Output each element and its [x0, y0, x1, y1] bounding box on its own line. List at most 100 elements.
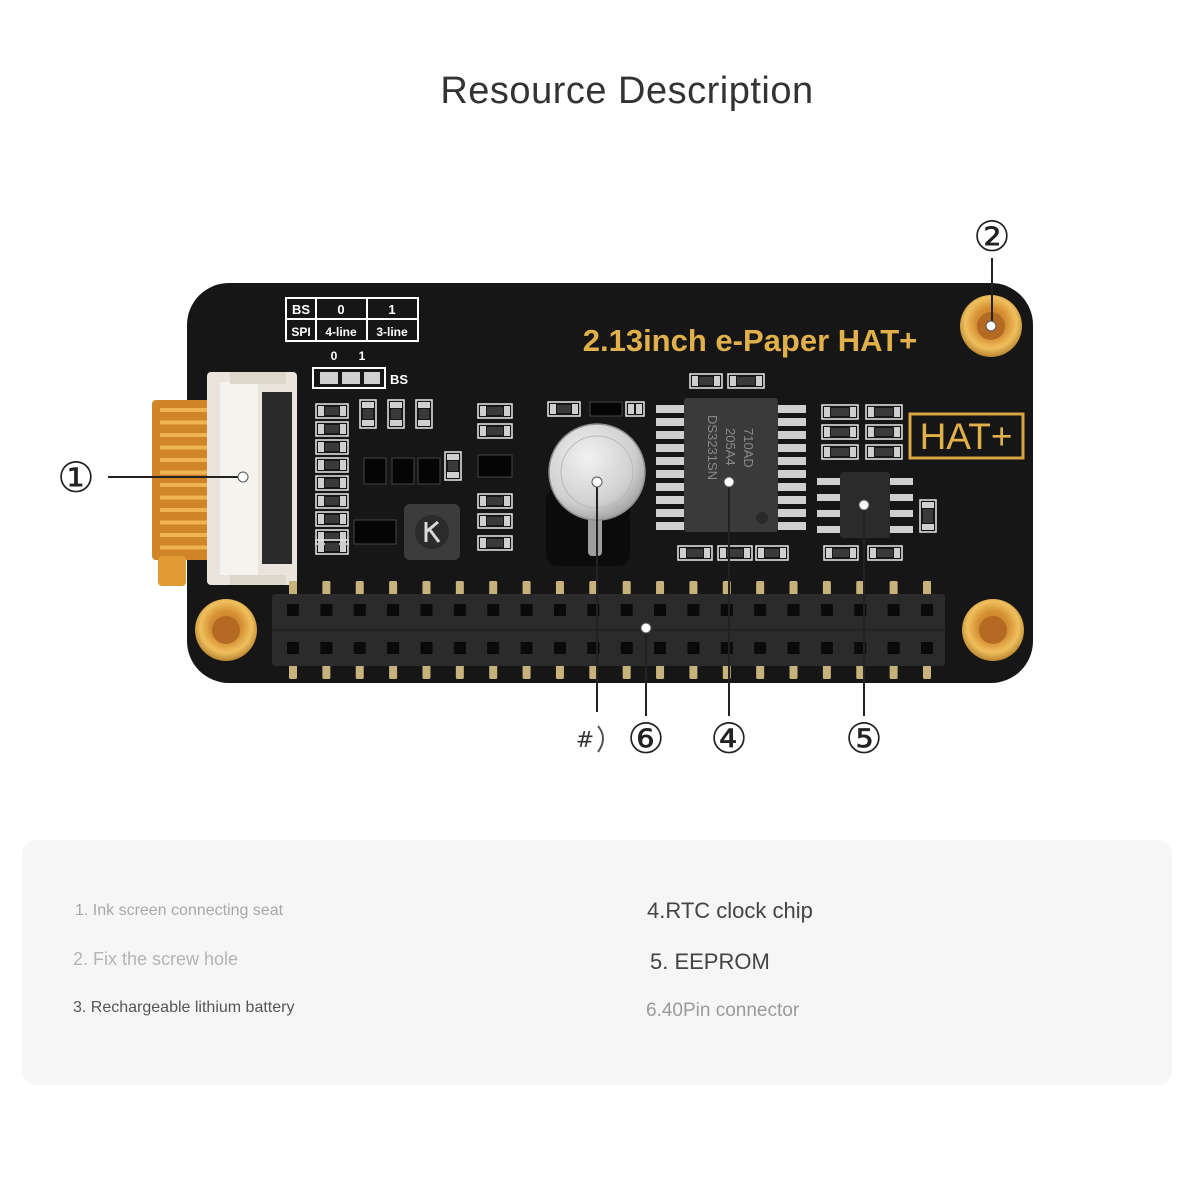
header-pin: [520, 642, 533, 654]
smd-component: [755, 545, 789, 561]
smd-outline: [755, 545, 789, 561]
smd-pad: [504, 426, 510, 436]
header-pin: [487, 604, 500, 616]
smd-outline: [477, 423, 513, 439]
smd-outline: [477, 513, 513, 529]
smd-body: [325, 479, 339, 487]
description-item: 1. Ink screen connecting seat: [75, 902, 284, 919]
smd-pad: [868, 447, 874, 457]
smd-outline: [821, 424, 859, 440]
smd-component: [315, 439, 349, 455]
header-pin: [553, 642, 566, 654]
header-pin-tip: [389, 665, 398, 679]
header-pin-tip: [822, 581, 831, 595]
smd-body: [833, 549, 849, 557]
smd-component: [477, 535, 513, 551]
smd-pad: [824, 427, 830, 437]
smd-outline: [821, 404, 859, 420]
smd-body: [737, 377, 755, 385]
header-pin: [387, 604, 400, 616]
smd-outline: [359, 399, 377, 429]
smd-body: [325, 533, 339, 541]
smd-pad: [318, 406, 324, 416]
fpc-trace: [160, 495, 220, 500]
smd-body: [487, 427, 503, 435]
smd-body: [391, 409, 401, 419]
rtc-pin: [656, 470, 684, 478]
smd-component: [821, 404, 859, 420]
smd-outline: [477, 493, 513, 509]
header-pin-tip: [489, 665, 498, 679]
header-pin: [720, 642, 733, 654]
smd-component: [865, 424, 903, 440]
header-pin: [320, 642, 333, 654]
smd-pad: [826, 548, 832, 558]
header-pin-tip: [622, 581, 631, 595]
marker-dot: [591, 476, 603, 488]
board-diagram: BS 0 1 SPI 4-line 3-line 0 1 BS 2.13inch…: [57, 212, 1033, 763]
hat-plus-badge-text: HAT+: [920, 416, 1013, 457]
smd-pad: [572, 404, 578, 414]
header-pin: [387, 642, 400, 654]
header-pin: [453, 642, 466, 654]
smd-body: [325, 543, 339, 551]
smd-pad: [704, 548, 710, 558]
header-pin: [620, 604, 633, 616]
smd-pad: [744, 548, 750, 558]
marker-dot: [858, 499, 870, 511]
rtc-pin: [656, 431, 684, 439]
smd-pad: [318, 424, 324, 434]
smd-outline: [677, 545, 713, 561]
fpc-trace: [160, 408, 220, 412]
fpc-trace: [160, 458, 220, 462]
smd-pad: [418, 402, 430, 408]
smd-component: [315, 539, 349, 555]
header-pin-tip: [889, 665, 898, 679]
header-pin-tip: [789, 581, 798, 595]
smd-component: [677, 545, 713, 561]
hat-plus-badge: HAT+: [908, 412, 1025, 460]
smd-pad: [362, 420, 374, 426]
smd-body: [419, 409, 429, 419]
smd-pad: [504, 406, 510, 416]
smd-pad: [720, 548, 726, 558]
rtc-pin: [778, 431, 806, 439]
smd-pad: [628, 404, 634, 414]
smd-pad: [447, 472, 459, 478]
fpc-trace: [160, 420, 220, 425]
switch-label-bs: BS: [390, 372, 408, 387]
smd-body: [831, 428, 849, 436]
smd-outline: [315, 539, 349, 555]
eeprom-pin: [817, 494, 840, 501]
fpc-flex-cable: [152, 400, 224, 586]
header-pin-tip: [589, 581, 598, 595]
smd-component: [717, 545, 753, 561]
header-pin-tip: [756, 581, 765, 595]
header-pin: [620, 642, 633, 654]
header-pin-tip: [289, 665, 297, 679]
screw-hole-bottom-left: [195, 599, 257, 661]
smd-body: [875, 428, 893, 436]
smd-pad: [390, 402, 402, 408]
smd-pad: [447, 454, 459, 460]
bs-switch: 0 1 BS: [312, 349, 408, 389]
rtc-pin: [778, 418, 806, 426]
smd-outline: [315, 421, 349, 437]
transistor: [353, 519, 397, 545]
smd-component: [315, 511, 349, 527]
header-pin: [887, 604, 900, 616]
smd-body: [487, 539, 503, 547]
transistor: [363, 457, 387, 485]
smd-body: [687, 549, 703, 557]
smd-pad: [340, 496, 346, 506]
smd-pad: [714, 376, 720, 386]
smd-pad: [868, 427, 874, 437]
header-pin: [754, 642, 767, 654]
rtc-marking-line: 710AD: [741, 428, 756, 468]
marker-dot: [237, 471, 249, 483]
smd-component: [315, 475, 349, 491]
smd-pad: [318, 442, 324, 452]
transistor: [391, 457, 415, 485]
smd-component: [689, 373, 723, 389]
bs-table-cell: BS: [292, 302, 310, 317]
